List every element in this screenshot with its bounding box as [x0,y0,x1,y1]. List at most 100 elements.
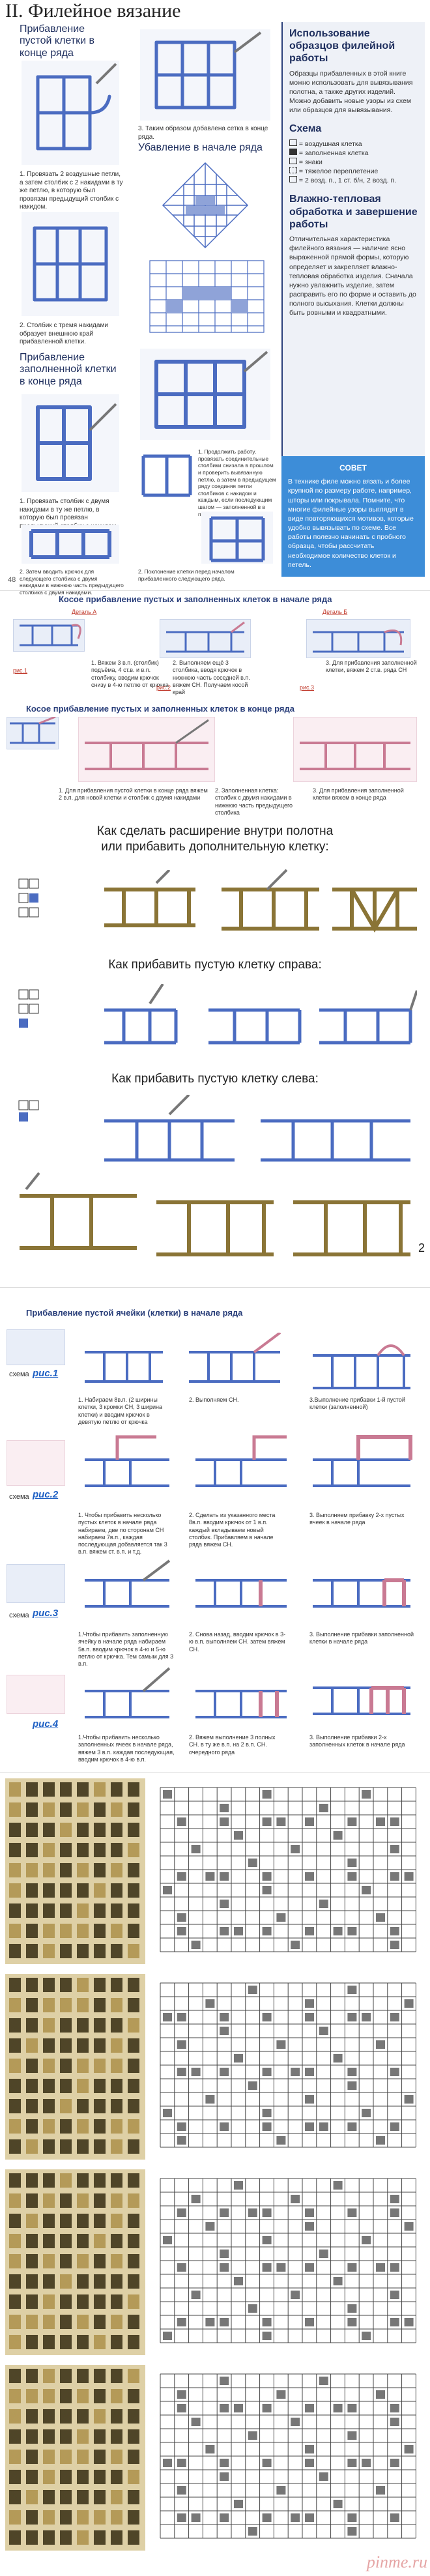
fig-link-1[interactable]: рис.1 [13,667,28,674]
row3-photo-3 [313,1578,410,1608]
row4-fig-link[interactable]: рис.4 [33,1718,59,1729]
add-right-photo-2 [208,1008,302,1045]
section-diagonal-start: Косое прибавление пустых и заполненных к… [0,594,430,699]
row2-schema [7,1440,65,1486]
detail-link-b[interactable]: Деталь Б [322,609,348,615]
expand-photo-3 [332,888,417,933]
legend-text-2: = заполненная клетка [298,149,369,157]
row3-photo-1 [85,1559,171,1608]
mid-cap-3: 2. Поклонение клетки перед началом приба… [138,568,235,582]
row2-caption-1: 1. Чтобы прибавить несколько пустых клет… [78,1512,167,1556]
row4-photo-2 [195,1690,287,1718]
row2-fig-link[interactable]: рис.2 [33,1489,59,1500]
add-right-photo-3 [319,990,417,1045]
row1-photo-2 [189,1333,281,1383]
row1-schema [7,1329,65,1365]
diagram-decrease-3 [201,512,273,564]
fig-link-2[interactable]: рис.2 [156,684,171,691]
diag-end-caption-3: 3. Для прибавления заполненной клетки вя… [313,787,404,802]
section-diagonal-end: Косое прибавление пустых и заполненных к… [0,704,430,818]
section-title-diag-start: Косое прибавление пустых и заполненных к… [59,594,332,604]
fig-link-3[interactable]: рис.3 [300,684,315,691]
row3-fig-link[interactable]: рис.3 [33,1608,59,1619]
detail-link-a[interactable]: Деталь А [72,609,97,615]
sample-photo [5,2169,145,2355]
row2-caption-3: 3. Выполняем прибавку 2-х пустых ячеек в… [309,1512,405,1526]
row1-caption-2: 2. Выполняем СН. [189,1397,239,1403]
section-title-add-empty: Прибавление пустой ячейки (клетки) в нач… [26,1308,243,1318]
advice-title: СОВЕТ [339,463,367,472]
row4-caption-2: 2. Вяжем выполнение 3 полных СН. в ту же… [189,1734,276,1756]
legend-text-4: = тяжелое переплетение [298,167,379,176]
expand-photo-1 [104,870,195,927]
row1-fig-link[interactable]: рис.1 [33,1368,59,1379]
legend-text-3: = знаки [298,158,322,166]
add-left-title: Как прибавить пустую клетку слева: [111,1072,319,1086]
expand-title-1: Как сделать расширение внутри полотна [96,824,334,838]
row1-photo-3 [313,1344,410,1389]
row2-caption-2: 2. Сделать из указанного места 8в.п. вво… [189,1512,276,1548]
row3-schema-label: схема [9,1612,29,1619]
yarn-overlay-2 [166,621,245,653]
site-watermark: pinme.ru [366,2553,427,2571]
left-cap-2: 2. Столбик с тремя накидами образует вне… [20,322,108,345]
sample-chart [160,2178,416,2343]
add-left-schema [18,1100,39,1122]
mid-cap-1: 3. Таким образом добавлена сетка в конце… [138,125,268,141]
diagram-decrease-1 [140,349,270,440]
add-right-photo-1 [104,984,178,1045]
row3-schema [7,1564,65,1603]
add-left-photo-3 [20,1172,137,1250]
left-cap-4: 2. Затем вводить крючок для следующего с… [20,568,124,596]
row2-photo-1 [85,1435,169,1487]
page-number: 48 [8,576,16,584]
book-page-1: II. Филейное вязание Прибавление пустой … [0,0,430,596]
row4-photo-1 [85,1667,171,1718]
sidebar-heading-finish: Влажно-тепловая обработка и завершение р… [289,194,418,230]
row1-photo-1 [85,1351,163,1383]
diagram-add-empty-cell-1 [22,61,119,165]
row1-caption-1: 1. Набираем 8в.п. (2 ширины клетки, 3 кр… [78,1397,162,1425]
legend-row-2: = заполненная клетка [289,148,418,158]
legend-row-5: = 2 возд. п., 1 ст. б/н, 2 возд. п. [289,176,418,185]
diag-start-caption-1: 1. Вяжем 3 в.п. (столбик) подъёма, 4 ст.… [91,659,169,688]
row4-caption-1: 1.Чтобы прибавить несколько заполненных … [78,1734,175,1763]
diag-end-caption-1: 1. Для прибавления пустой клетки в конце… [59,787,208,802]
add-left-photo-2 [261,1119,410,1162]
add-left-photo-5 [293,1200,410,1256]
diagram-add-filled-cell-1 [22,394,119,492]
row2-photo-2 [195,1435,287,1487]
diag-start-caption-2: 2. Выполняем ещё 3 столбика, вводя крючо… [173,659,250,695]
row2-photo-3 [313,1435,412,1487]
add-right-title: Как прибавить пустую клетку справа: [108,958,322,972]
section-title-diag-end: Косое прибавление пустых и заполненных к… [26,704,294,714]
advice-text: В технике филе можно вязать и более круп… [288,478,414,569]
advice-box: СОВЕТ В технике филе можно вязать и боле… [281,456,425,577]
sample-chart [160,1982,416,2148]
left-cap-1: 1. Провязать 2 воздушные петли, а затем … [20,171,123,210]
row3-caption-2: 2. Снова назад, вводим крючок в 3-ю в.п.… [189,1631,286,1653]
add-right-schema [18,989,39,1028]
diag-end-fig-1 [7,717,59,749]
section-number: 2 [418,1241,425,1254]
diagram-add-filled-cell-2 [22,525,119,564]
left-col-heading-2: Прибавление заполненной клетки в конце р… [20,352,117,387]
decrease-chart [162,162,249,249]
yarn-overlay-4 [10,717,56,744]
sample-chart [160,2373,416,2539]
sample-photo [5,2365,145,2551]
sidebar-heading-usage: Использование образцов филейной работы [289,28,395,65]
divider [0,1287,430,1288]
sidebar-text-finish: Отличительная характеристика филейного в… [289,235,416,317]
legend-text-5: = 2 возд. п., 1 ст. б/н, 2 возд. п. [298,177,397,185]
row3-caption-3: 3. Выполнение прибавки заполненной клетк… [309,1631,414,1645]
diagram-add-empty-cell-2 [22,212,119,316]
legend-row-3: = знаки [289,157,418,167]
page-title: II. Филейное вязание [5,0,181,22]
diag-end-fig-2 [78,717,215,782]
yarn-overlay-5 [85,719,209,770]
divider [0,590,430,591]
legend-text-1: = воздушная клетка [298,139,362,148]
mid-col-heading: Убавление в начале ряда [138,142,263,153]
diagram-decrease-2 [141,454,192,497]
